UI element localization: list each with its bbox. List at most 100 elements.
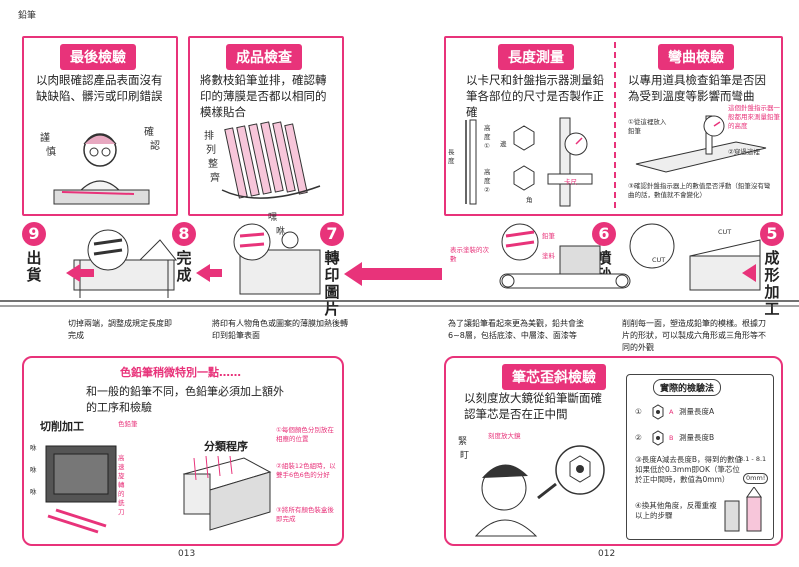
method-step2-text: 測量長度B: [679, 433, 715, 442]
final-check-card: 最後檢驗 以肉眼確認產品表面沒有缺缺陷、髒污或印刷錯誤 謹 慎 確 認: [22, 36, 178, 216]
method-step2-number: ②: [635, 433, 642, 442]
step-6-caption: 為了讓鉛筆看起來更為美觀，鉛共會塗6~8層，包括底漆、中層漆、面漆等: [448, 319, 584, 340]
inspector-illustration: [53, 133, 150, 205]
corner-label: 角: [526, 196, 533, 204]
color-pencil-desc: 和一般的鉛筆不同，色鉛筆必須加上額外的工序和檢驗: [86, 385, 284, 414]
step-8-caption: 切掉兩端，調整成規定長度即完成: [68, 319, 172, 340]
step-8-label: 完成: [176, 249, 192, 284]
bend-tool-illustration: [635, 115, 767, 173]
cutting-title: 切削加工: [40, 420, 84, 433]
step-8-number: 8: [172, 222, 196, 246]
bend-check-title: 彎曲檢驗: [658, 44, 734, 70]
final-check-title: 最後檢驗: [60, 44, 136, 70]
method-step1-text: 測量長度A: [679, 407, 715, 416]
pencils-lineup-illustration: [221, 121, 321, 199]
core-check-panel: 筆芯歪斜檢驗 以刻度放大鏡從鉛筆斷面確認筆芯是否在正中間 緊 盯 刻度放大鏡 實…: [444, 356, 783, 546]
bend-step3: ③確認針盤指示器上的數值是否浮動（鉛筆沒有彎曲的話，數值就不會變化）: [628, 182, 771, 199]
sorting-note-2: ②組裝12色組時，以雙手6色6色的分好: [276, 462, 336, 479]
sorting-title: 分類程序: [204, 440, 248, 453]
step-5-label: 成形加工: [764, 249, 780, 318]
cutting-sfx-3: 咻: [30, 488, 37, 496]
arrow-8-to-9-shaft: [80, 269, 94, 277]
arrow-7-to-8-shaft: [210, 269, 222, 277]
page-number-right: 012: [598, 549, 616, 559]
cutting-sfx-1: 咻: [30, 444, 37, 452]
step-7-number: 7: [320, 222, 344, 246]
product-check-sketch-1: 排: [204, 131, 214, 142]
product-check-desc: 將數枝鉛筆並排，確認轉印的薄膜是否都以相同的模樣貼合: [200, 73, 327, 119]
step-7-sfx-2: 咻: [276, 227, 286, 237]
product-check-sketch-3: 整: [208, 159, 218, 170]
sorting-illustration: [182, 455, 272, 531]
method-letter-b: B: [669, 434, 674, 442]
hexagon-b-icon: [652, 430, 664, 446]
panel-divider: [614, 42, 616, 208]
step-5-caption: 削削每一面，塑造成鉛筆的模樣。根據刀片的形狀，可以製成六角形或三角形等不同的外觀: [622, 319, 766, 352]
ruler-divider: [0, 300, 799, 307]
arrow-5-to-6: [742, 264, 756, 282]
caliper-label: 卡尺: [564, 178, 577, 186]
step-7-caption: 將印有人物角色或圖案的薄膜加熱後轉印到鉛筆表面: [212, 319, 348, 340]
final-check-sketch-4: 認: [150, 141, 160, 152]
cutting-label-1: 色鉛筆: [118, 420, 138, 428]
core-sketch-1: 緊: [458, 437, 468, 447]
header-tag: 鉛筆: [18, 11, 37, 21]
edge-label: 邊: [500, 140, 507, 148]
sorting-note-3: ③將所有顏色裝盒後即完成: [276, 506, 334, 523]
arrow-6-to-7-shaft: [362, 268, 442, 280]
length-label: 長度: [448, 148, 455, 165]
pencil-characters-illustration: [724, 487, 762, 532]
step-6-coats-label: 表示塗裝的次數: [450, 246, 489, 263]
step-7-label: 轉印圖片: [324, 249, 340, 318]
core-sketch-2: 盯: [460, 451, 470, 461]
method-step1-number: ①: [635, 407, 642, 416]
color-pencil-panel: 色鉛筆稍微特別一點…… 和一般的鉛筆不同，色鉛筆必須加上額外的工序和檢驗 切削加…: [22, 356, 344, 546]
method-step3: ③長度A減去長度B，得到的數值如果低於0.3mm即OK（筆芯位於正中間時，數值為…: [635, 455, 742, 484]
step-6-pencil-label: 鉛筆: [542, 232, 555, 240]
step-5-number: 5: [760, 222, 784, 246]
product-check-sketch-2: 列: [206, 145, 216, 156]
cutting-label-2: 高速旋轉的銑刀: [118, 454, 125, 516]
length-check-desc: 以卡尺和針盤指示器測量鉛筆各部位的尺寸是否製作正確: [466, 73, 604, 119]
final-check-sketch-3: 確: [144, 127, 154, 138]
height1-label: 高度①: [484, 124, 491, 150]
product-check-title: 成品檢查: [226, 44, 302, 70]
cutting-machine-illustration: [45, 445, 117, 534]
step-5-sfx-2: CUT: [718, 228, 732, 236]
length-check-title: 長度測量: [498, 44, 574, 70]
bend-step1: ①從這裡放入鉛筆: [628, 118, 667, 135]
bend-check-desc: 以專用道具檢查鉛筆是否因為受到溫度等影響而彎曲: [628, 73, 766, 103]
core-check-title: 筆芯歪斜檢驗: [502, 364, 606, 390]
height2-label: 高度②: [484, 168, 491, 194]
step-9-label: 出貨: [26, 249, 42, 284]
page-number-left: 013: [178, 549, 196, 559]
step-7-sfx-1: 嘿: [268, 213, 278, 223]
final-check-sketch-2: 慎: [46, 147, 56, 158]
dial-note: 這個針盤指示器一般都用來測量鉛筆的高度: [728, 104, 780, 130]
sorting-note-1: ①每個顏色分別放在相應的位置: [276, 426, 334, 443]
step-5-sfx-1: CUT: [652, 256, 666, 264]
cutting-sfx-2: 咻: [30, 466, 37, 474]
hexagon-a-icon: [652, 404, 664, 420]
product-check-sketch-4: 齊: [210, 173, 220, 184]
arrow-7-to-8: [196, 264, 210, 282]
arrow-8-to-9: [66, 264, 80, 282]
machines-row-illustration: [73, 223, 761, 298]
magnifier-label: 刻度放大鏡: [488, 432, 521, 440]
method-box: 實際的檢驗法 ① A 測量長度A ② B 測量長度B ③長度A減去長度B，得到的…: [626, 374, 774, 540]
step-9-number: 9: [22, 222, 46, 246]
method-letter-a: A: [669, 408, 674, 416]
product-check-card: 成品檢查 將數枝鉛筆並排，確認轉印的薄膜是否都以相同的模樣貼合 排 列 整 齊: [188, 36, 344, 216]
method-step4: ④換其他角度，反覆重複以上的步驟: [635, 501, 717, 520]
method-badge-1: 8.1 - 8.1: [739, 455, 767, 463]
method-badge-2: 0mm!: [743, 473, 769, 484]
caliper-illustration: [465, 117, 593, 207]
final-check-desc: 以肉眼確認產品表面沒有缺缺陷、髒污或印刷錯誤: [36, 73, 163, 103]
final-check-sketch-1: 謹: [40, 133, 50, 144]
step-6-paint-label: 塗料: [542, 252, 555, 260]
method-title: 實際的檢驗法: [653, 379, 722, 396]
color-pencil-title: 色鉛筆稍微特別一點……: [120, 366, 241, 379]
step-6-number: 6: [592, 222, 616, 246]
magnifier-illustration: [474, 445, 605, 537]
core-check-desc: 以刻度放大鏡從鉛筆斷面確認筆芯是否在正中間: [464, 391, 602, 421]
